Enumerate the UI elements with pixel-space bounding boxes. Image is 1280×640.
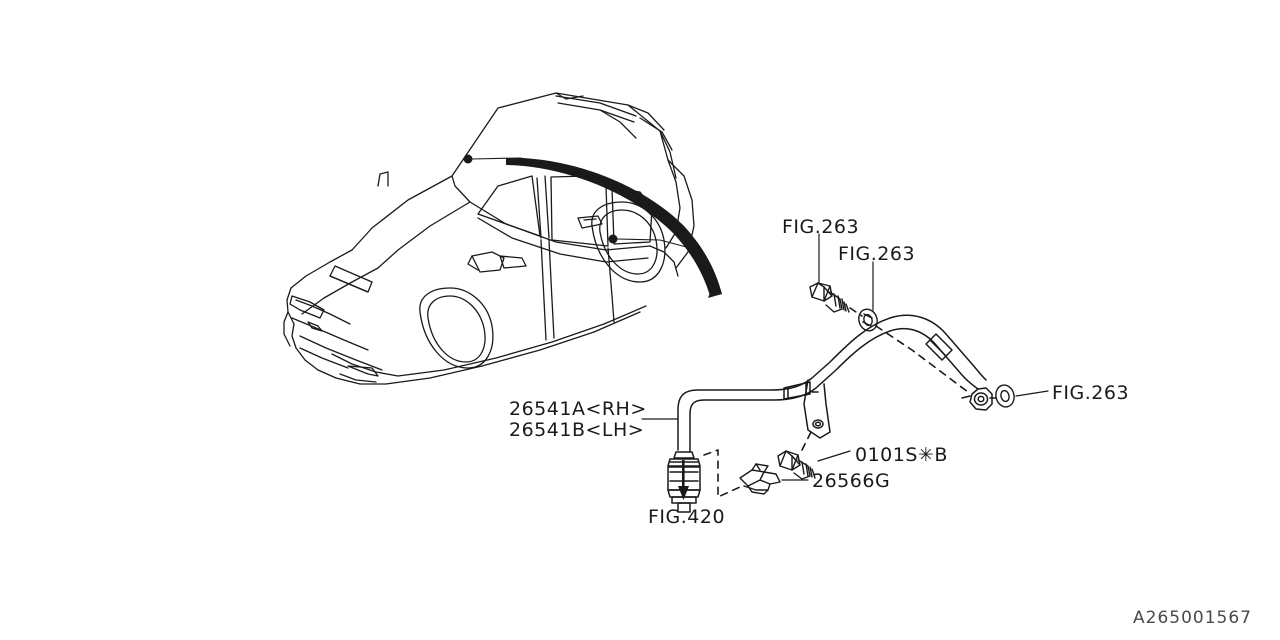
hose-arch-collar [925,333,953,361]
callout-fig420: FIG.420 [648,506,726,528]
bracket-bolt-0101s [777,450,816,480]
hose-right-end-fitting [961,387,993,411]
vehicle-illustration [283,92,695,385]
fig420-arrow [678,460,689,500]
retaining-clip-26566g [739,463,781,495]
sealing-washer-right [995,384,1015,408]
hose-mounting-bracket [803,379,831,439]
assembly-dashed-lines [703,307,997,498]
callout-hose-lh: 26541B<LH> [509,419,645,441]
callout-bolt-0101s: 0101S✳B [855,444,948,466]
callout-fig263-bolt: FIG.263 [782,216,860,238]
sealing-washer-upper [858,308,878,332]
callout-fig263-washer: FIG.263 [838,243,916,265]
drawing-number: A265001567 [1133,608,1252,628]
vehicle-to-detail-arrow [506,157,722,298]
leader-lines [641,233,1049,481]
callout-fig263-right: FIG.263 [1052,382,1130,404]
hex-flange-bolt-upper [809,282,850,313]
callout-hose-rh: 26541A<RH> [509,398,647,420]
callout-clip-26566g: 26566G [812,470,891,492]
